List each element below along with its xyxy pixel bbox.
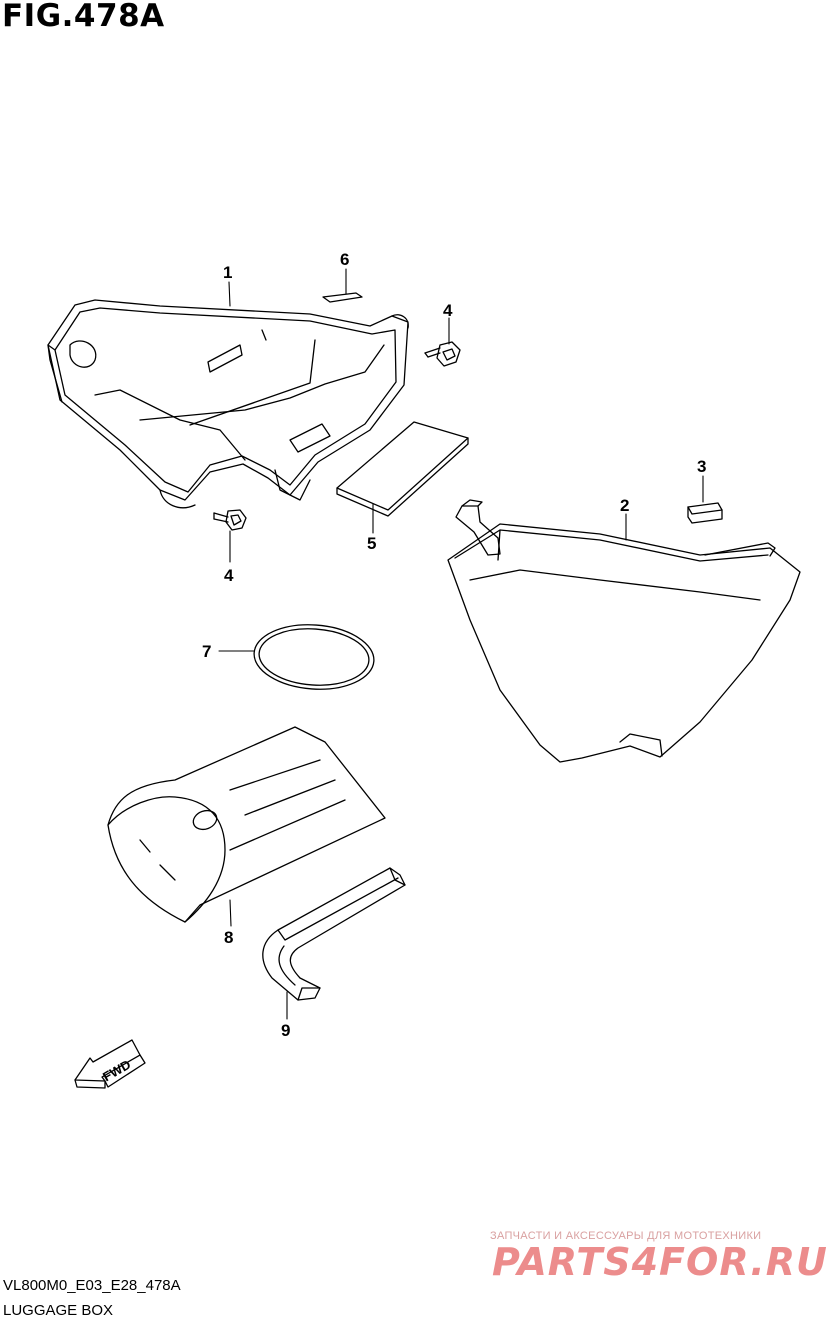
- callout-8: 8: [224, 928, 233, 947]
- watermark-logo: PARTS4FOR.RU: [492, 1240, 828, 1284]
- callout-2: 2: [620, 496, 629, 515]
- callout-6: 6: [340, 250, 349, 269]
- part-7-o-ring: [253, 624, 375, 690]
- leader-lines: [218, 268, 704, 1020]
- figure-code: VL800M0_E03_E28_478A: [3, 1277, 181, 1294]
- part-3-pad: [687, 502, 723, 524]
- callout-1: 1: [223, 263, 232, 282]
- part-1-luggage-box: [47, 299, 409, 509]
- figure-title: FIG.478A: [2, 0, 165, 34]
- part-8-tool-bag: [107, 726, 386, 923]
- part-6-pad: [322, 292, 363, 303]
- callout-3: 3: [697, 457, 706, 476]
- part-4-screw-upper: [424, 341, 461, 367]
- part-5-sheet: [336, 421, 469, 517]
- part-2-side-cover: [447, 499, 801, 763]
- callout-4-upper: 4: [443, 301, 453, 320]
- part-9-hex-wrench: [262, 867, 406, 1001]
- watermark-tagline: ЗАПЧАСТИ И АКСЕССУАРЫ ДЛЯ МОТОТЕХНИКИ: [490, 1230, 762, 1242]
- fwd-arrow: [74, 1039, 146, 1089]
- parts-diagram: 1 2 3 4 4 5 6 7 8 9 FWD: [47, 250, 801, 1089]
- callout-5: 5: [367, 534, 376, 553]
- callout-9: 9: [281, 1021, 290, 1040]
- part-4-screw-lower: [213, 509, 247, 531]
- callout-7: 7: [202, 642, 211, 661]
- callout-4-lower: 4: [224, 566, 234, 585]
- section-name: LUGGAGE BOX: [3, 1302, 114, 1319]
